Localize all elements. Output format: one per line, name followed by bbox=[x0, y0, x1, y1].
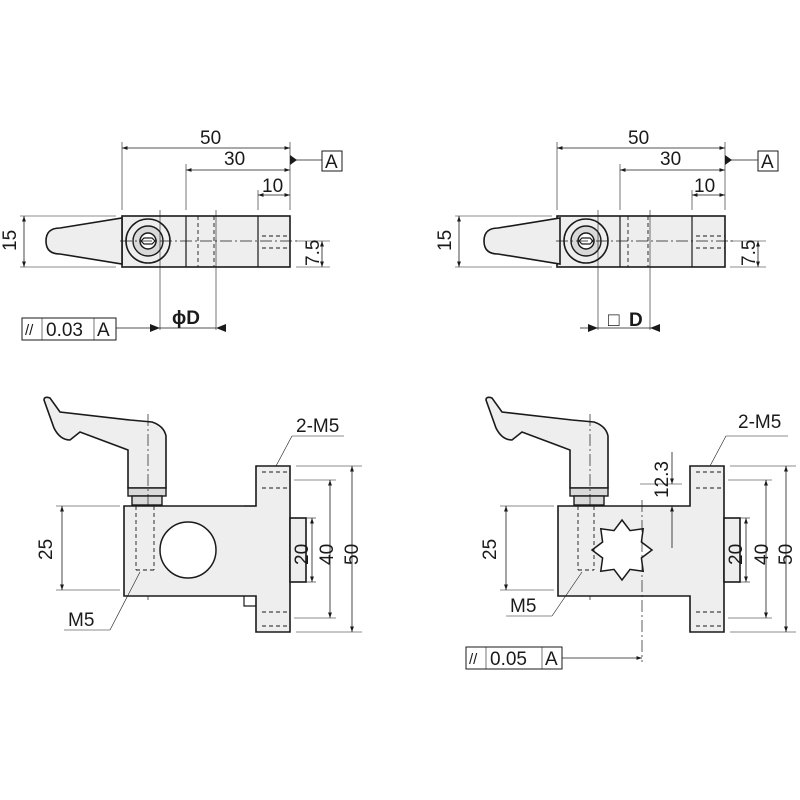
dim-20: 20 bbox=[726, 544, 747, 565]
dim-overall: 50 bbox=[200, 128, 221, 149]
dim-end: 10 bbox=[262, 176, 283, 197]
dim-half: 7.5 bbox=[303, 240, 324, 266]
square-symbol: □ bbox=[608, 310, 620, 331]
bore-circle bbox=[159, 521, 217, 579]
dim-12-3: 12.3 bbox=[652, 461, 673, 498]
datum-box bbox=[321, 150, 343, 172]
parallel-symbol: // bbox=[469, 651, 478, 668]
dim-overall: 50 bbox=[628, 128, 649, 149]
dim-height: 15 bbox=[0, 230, 21, 251]
dim-40: 40 bbox=[752, 544, 773, 565]
datum-box bbox=[757, 150, 779, 172]
dim-50: 50 bbox=[342, 544, 363, 565]
datum-label: A bbox=[761, 152, 774, 173]
dim-50: 50 bbox=[776, 544, 797, 565]
thread-side-label: M5 bbox=[510, 596, 536, 617]
tolerance-value: 0.05 bbox=[490, 649, 527, 670]
star-bore bbox=[590, 518, 654, 582]
dim-25: 25 bbox=[36, 539, 57, 560]
dim-half: 7.5 bbox=[739, 240, 760, 266]
lever-top bbox=[45, 217, 123, 265]
lever-side bbox=[43, 396, 167, 489]
tolerance-value: 0.03 bbox=[46, 320, 83, 341]
top-right-view: 50 30 10 15 7.5 A □ D bbox=[435, 128, 779, 332]
dim-25: 25 bbox=[480, 539, 501, 560]
thread-side-label: M5 bbox=[68, 610, 94, 631]
parallelism-tolerance-frame: // 0.03 A bbox=[21, 317, 117, 341]
washer bbox=[127, 487, 167, 497]
bottom-left-view: 50 40 20 25 2-M5 M5 bbox=[36, 396, 363, 633]
tolerance-datum: A bbox=[545, 649, 558, 670]
dim-mid: 30 bbox=[660, 149, 681, 170]
datum-label: A bbox=[325, 152, 338, 173]
bore-label: D bbox=[629, 310, 643, 331]
dim-40: 40 bbox=[317, 544, 338, 565]
lever-top-right bbox=[483, 217, 561, 265]
parallel-symbol: // bbox=[25, 322, 34, 339]
lever-side-right bbox=[485, 396, 609, 489]
dim-20: 20 bbox=[292, 544, 313, 565]
parallelism-tolerance-frame: // 0.05 A bbox=[465, 646, 563, 670]
bore-label: ϕD bbox=[172, 308, 200, 329]
thread-top-label: 2-M5 bbox=[738, 412, 781, 433]
dim-mid: 30 bbox=[224, 149, 245, 170]
bottom-right-view: 50 40 20 12.3 25 2-M5 M5 // 0.05 A bbox=[465, 396, 797, 670]
dim-height: 15 bbox=[435, 230, 456, 251]
dim-end: 10 bbox=[694, 176, 715, 197]
tolerance-datum: A bbox=[97, 320, 110, 341]
top-left-view: 50 30 10 15 7.5 A ϕD // 0.03 A bbox=[0, 128, 343, 341]
thread-top-label: 2-M5 bbox=[296, 416, 339, 437]
